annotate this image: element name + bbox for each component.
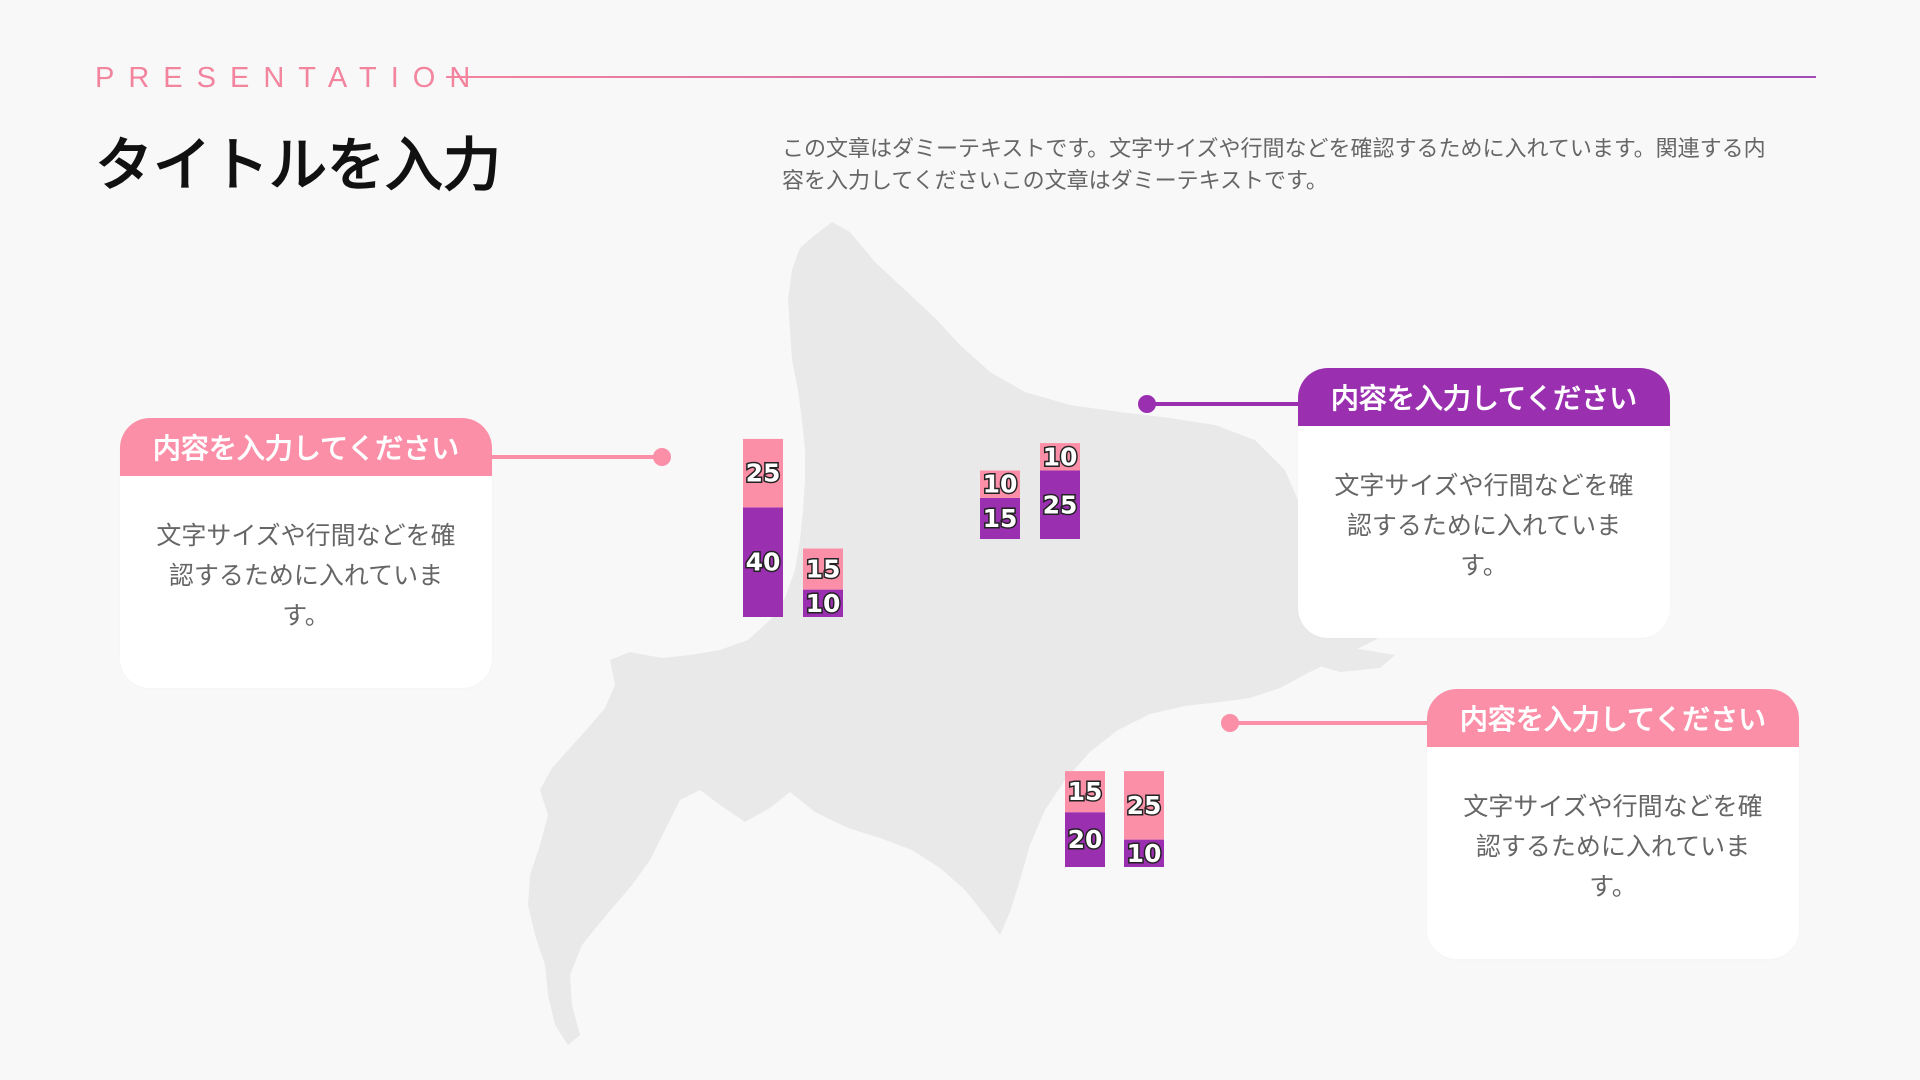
bar-value-label: 15 <box>806 555 841 584</box>
bar-value-label: 10 <box>1043 442 1078 471</box>
bar-segment-purple <box>1065 812 1105 867</box>
page-description: この文章はダミーテキストです。文字サイズや行間などを確認するために入れています。… <box>782 137 1766 194</box>
callout-card-bottom-right: 内容を入力してください 文字サイズや行間などを確認するために入れています。 <box>1427 689 1799 959</box>
connector-line-top-right <box>1145 402 1300 406</box>
bar-value-label: 20 <box>1068 825 1103 854</box>
bar-segment-pink <box>980 470 1020 498</box>
callout-title: 内容を入力してください <box>1427 689 1799 747</box>
bar-value-label: 25 <box>1043 490 1078 519</box>
bar-segment-pink <box>1065 771 1105 813</box>
eyebrow-label: PRESENTATION <box>95 62 485 94</box>
bar-segment-pink <box>743 438 783 508</box>
connector-dot-left <box>653 448 671 466</box>
bar-value-label: 40 <box>746 548 781 577</box>
connector-dot-bottom-right <box>1221 714 1239 732</box>
callout-card-top-right: 内容を入力してください 文字サイズや行間などを確認するために入れています。 <box>1298 368 1670 638</box>
bar-segment-purple <box>980 497 1020 539</box>
connector-line-bottom-right <box>1230 721 1430 725</box>
bar-segment-pink <box>1040 443 1080 471</box>
connector-line-left <box>490 455 662 459</box>
bar-value-label: 15 <box>1068 777 1103 806</box>
map-shape <box>528 222 1395 1045</box>
bar-segment-purple <box>1124 839 1164 867</box>
bar-segment-pink <box>803 548 843 590</box>
bar-segment-purple <box>1040 470 1080 539</box>
bar-value-label: 10 <box>806 589 841 618</box>
bar-segment-pink <box>1124 771 1164 840</box>
bar-value-label: 10 <box>983 470 1018 499</box>
bar-value-label: 25 <box>1127 791 1162 820</box>
callout-title: 内容を入力してください <box>1298 368 1670 426</box>
page-title: タイトルを入力 <box>95 131 502 199</box>
bar-segment-purple <box>803 589 843 617</box>
bar-value-label: 10 <box>1127 839 1162 868</box>
callout-card-left: 内容を入力してください 文字サイズや行間などを確認するために入れています。 <box>120 418 492 688</box>
callout-title: 内容を入力してください <box>120 418 492 476</box>
bar-value-label: 25 <box>746 459 781 488</box>
callout-body: 文字サイズや行間などを確認するために入れています。 <box>156 521 456 630</box>
bar-value-label: 15 <box>983 504 1018 533</box>
map-peninsula <box>1300 645 1395 672</box>
bar-segment-purple <box>743 507 783 617</box>
callout-body: 文字サイズや行間などを確認するために入れています。 <box>1463 792 1763 901</box>
connector-dot-top-right <box>1138 395 1156 413</box>
callout-body: 文字サイズや行間などを確認するために入れています。 <box>1334 471 1634 580</box>
header-divider <box>446 76 1816 78</box>
